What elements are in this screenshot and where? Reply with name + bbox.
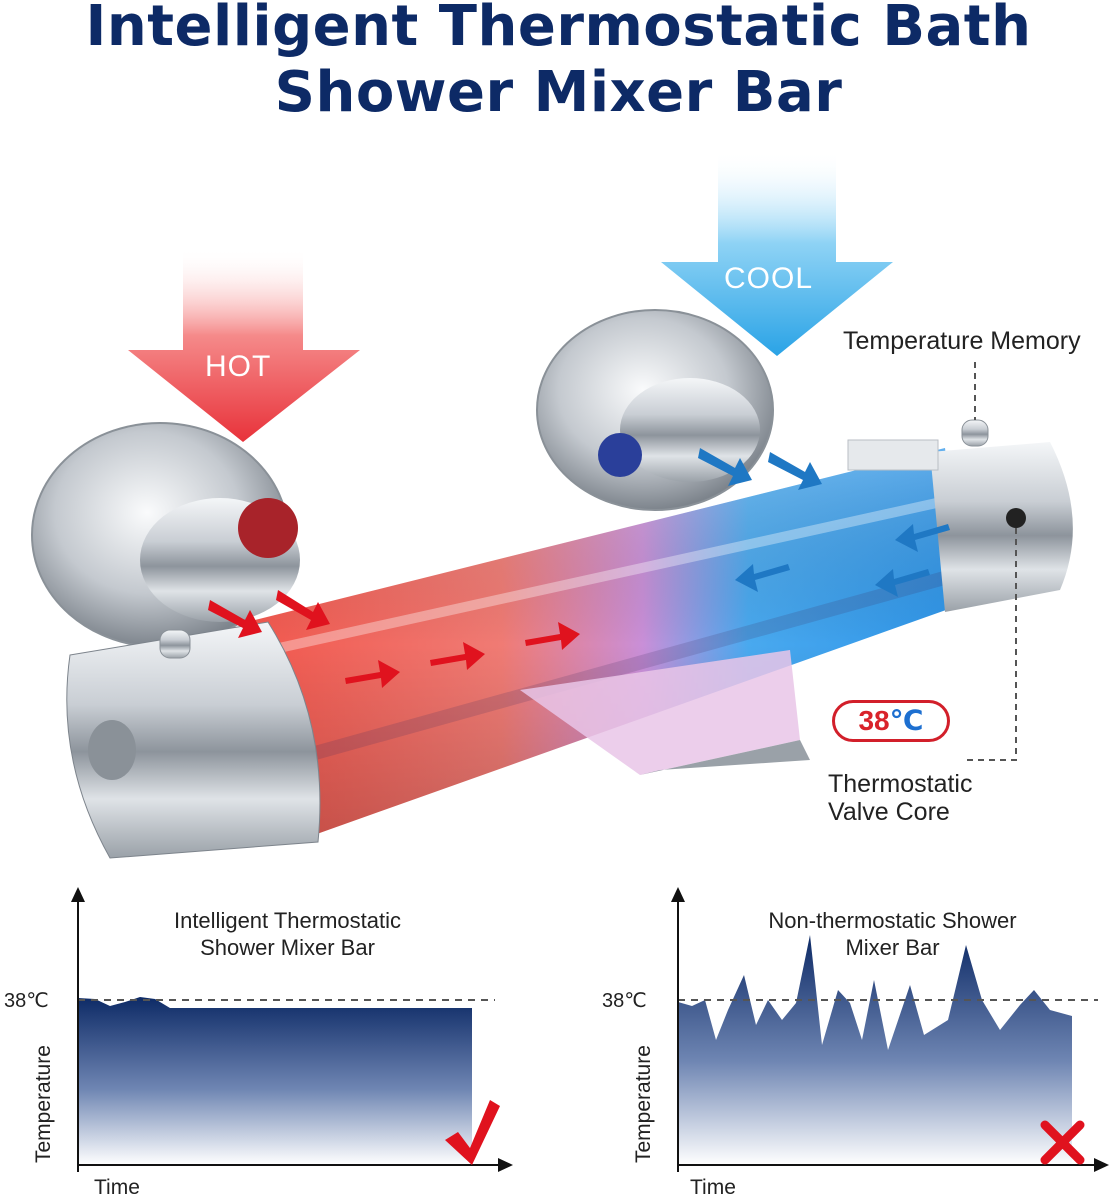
chart-1-x-axis-arrow-icon <box>498 1158 513 1172</box>
chart-2-title: Non-thermostatic Shower Mixer Bar <box>720 907 1065 961</box>
chart-2-title-line-2: Mixer Bar <box>845 935 940 960</box>
cool-flow-arrows <box>698 448 950 597</box>
chart-2-reference-label: 38℃ <box>602 990 647 1012</box>
cool-label: COOL <box>724 262 814 295</box>
chart-1-title-line-2: Shower Mixer Bar <box>200 935 375 960</box>
chart-1-y-axis-label: Temperature <box>32 1045 55 1163</box>
page-title-line-2: Shower Mixer Bar <box>274 60 843 125</box>
page-title-line-1: Intelligent Thermostatic Bath <box>85 0 1032 59</box>
hot-inlet-wall-disc <box>31 422 300 648</box>
right-end-cap <box>847 439 1073 612</box>
cross-mark-icon <box>1040 1120 1085 1165</box>
chart-1-title-line-1: Intelligent Thermostatic <box>173 908 402 933</box>
valve-core-label-line-1: Thermostatic <box>828 770 973 798</box>
chart-2-y-axis-label: Temperature <box>632 1045 655 1163</box>
chart-1-temperature-area <box>78 997 472 1165</box>
chart-non-thermostatic <box>671 887 1109 1172</box>
chart-1-y-axis-arrow-icon <box>71 887 85 902</box>
chart-2-x-axis-label: Time <box>690 1176 736 1199</box>
temperature-badge-value: 38 <box>858 705 890 736</box>
cool-water-arrow-icon <box>661 150 893 356</box>
hot-water-arrow-icon <box>128 248 360 442</box>
chart-1-reference-label: 38℃ <box>4 990 49 1012</box>
chart-1-x-axis-label: Time <box>94 1176 140 1199</box>
chart-2-x-axis-arrow-icon <box>1094 1158 1109 1172</box>
chart-2-title-line-1: Non-thermostatic Shower <box>768 908 1017 933</box>
chart-thermostatic <box>71 887 513 1172</box>
hot-flow-arrows <box>208 590 580 688</box>
chart-2-temperature-area <box>678 935 1072 1165</box>
temperature-badge: 38℃ <box>832 700 950 742</box>
callout-leader-lines <box>962 362 1017 761</box>
valve-core-label-line-2: Valve Core <box>828 798 950 826</box>
chart-2-y-axis-arrow-icon <box>671 887 685 902</box>
temperature-memory-button-icon <box>961 419 989 447</box>
chart-1-title: Intelligent Thermostatic Shower Mixer Ba… <box>120 907 455 961</box>
left-end-cap <box>66 621 321 859</box>
hot-label: HOT <box>205 350 272 383</box>
mixer-bar-body <box>255 448 960 840</box>
temperature-memory-label: Temperature Memory <box>843 327 1081 355</box>
check-mark-icon <box>445 1100 500 1165</box>
temperature-badge-unit: ℃ <box>889 705 924 736</box>
